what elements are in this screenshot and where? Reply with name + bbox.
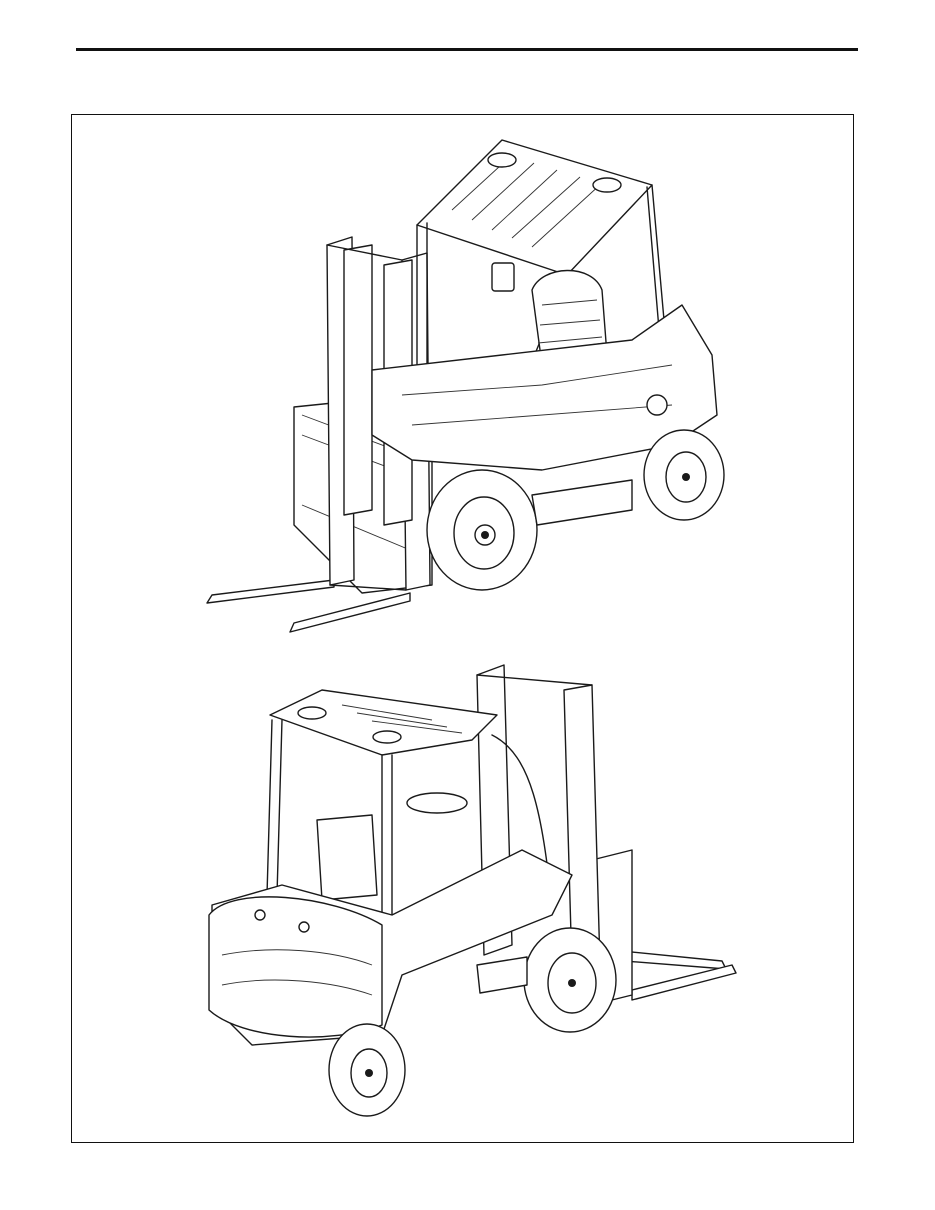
steering-wheel: [406, 792, 468, 814]
step-plate: [531, 479, 633, 526]
rear-view-center-post: [381, 754, 393, 916]
rear-view-step: [476, 956, 528, 994]
work-light: [491, 262, 515, 292]
front-forklift: [206, 139, 725, 633]
truck-body: [371, 304, 718, 471]
rear-view-seat: [316, 814, 378, 901]
forklift-front-view-illustration: [206, 139, 725, 633]
illustration-frame: [71, 114, 854, 1143]
rear-view-mast-right: [563, 684, 601, 971]
rear-view-left-post: [266, 719, 283, 896]
header-rule: [76, 48, 858, 51]
right-fork: [289, 592, 411, 633]
forklift-rear-view-illustration: [208, 664, 737, 1117]
counterweight: [208, 896, 383, 1038]
rear-forklift: [208, 664, 737, 1117]
rear-view-fork-left: [631, 964, 737, 1001]
